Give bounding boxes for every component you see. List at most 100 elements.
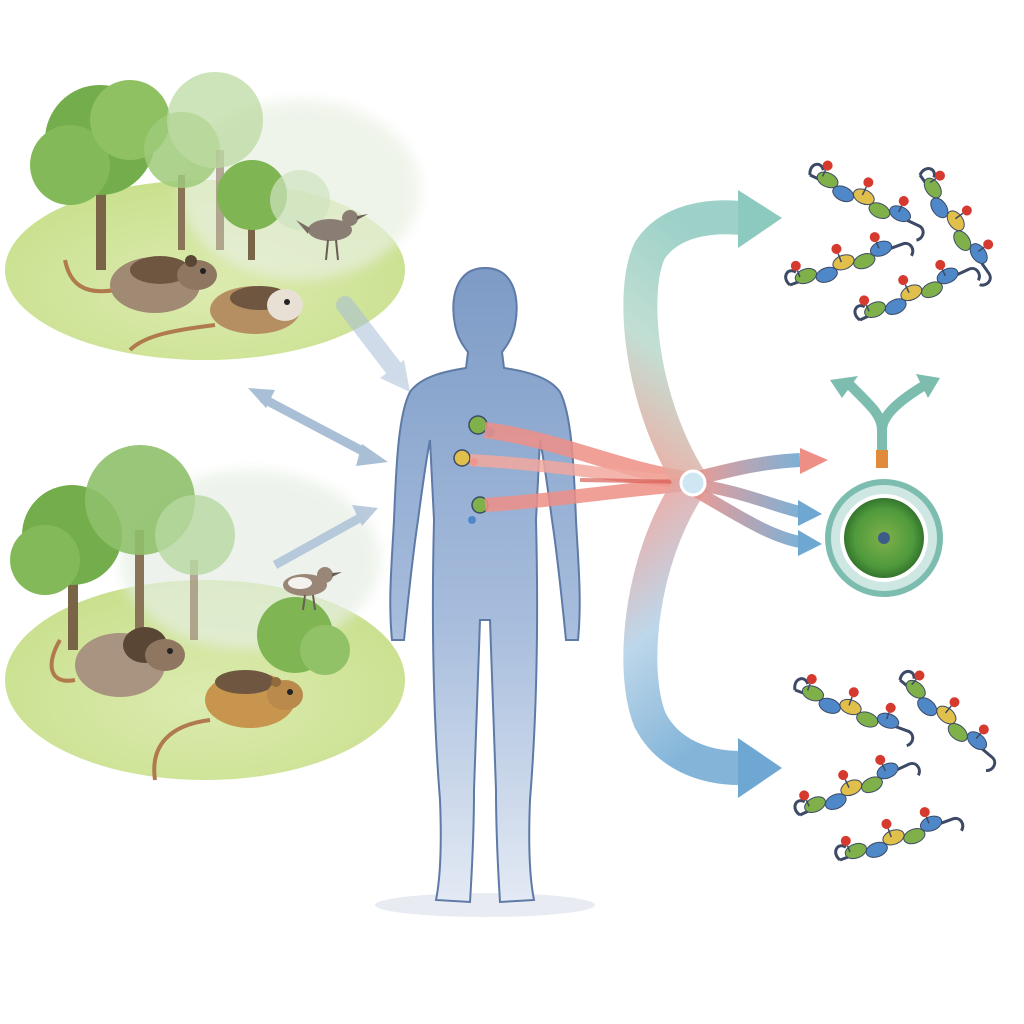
molecule-stem (848, 696, 853, 706)
receptor-arm-left (846, 381, 887, 460)
molecule-backbone (898, 669, 997, 772)
lower-bird (283, 567, 342, 611)
rodent-head (267, 289, 303, 321)
rodent-ear (271, 677, 281, 687)
transmission-arrows (248, 296, 410, 569)
molecule-red-node (949, 697, 960, 708)
molecule-bead (884, 298, 907, 316)
molecule-bead (824, 793, 847, 811)
molecule-bead (882, 829, 905, 846)
lower-diagonal-arrow (272, 505, 378, 569)
molecule-bead (844, 842, 867, 860)
molecule-bead (840, 779, 863, 797)
molecule-bead (868, 202, 891, 220)
molecule-backbone (784, 241, 915, 287)
human-body (389, 266, 581, 904)
molecule-red-node (806, 674, 817, 685)
tree-trunk (135, 530, 144, 640)
receptor-marker (876, 450, 888, 468)
molecule-red-node (978, 724, 989, 735)
molecule-red-node (919, 807, 930, 818)
molecule-backbone (793, 677, 915, 748)
molecule-bead (966, 731, 988, 751)
rodent-tail (49, 638, 76, 683)
vessel-pathway (469, 422, 692, 512)
rodent-tail (63, 259, 116, 294)
molecule-chain-icon (834, 807, 965, 862)
tree-crown (300, 625, 350, 675)
tree-trunk (248, 200, 255, 260)
vessel-branch (484, 477, 691, 512)
molecule-stem (796, 270, 801, 278)
molecule-bead (947, 723, 968, 742)
upper-diagonal-arrow (336, 296, 410, 392)
molecule-stem (975, 732, 982, 740)
molecule-red-node (822, 160, 833, 171)
molecule-bead (861, 776, 883, 794)
upper-bird (296, 210, 368, 261)
right-branching-arrows (679, 448, 828, 556)
molecule-red-node (840, 835, 851, 846)
tree-crown (270, 170, 330, 230)
molecule-red-node (859, 295, 870, 306)
upper-forest-scene (5, 72, 420, 360)
molecule-chain-icon (808, 160, 925, 242)
molecule-chain-icon (853, 259, 981, 322)
molecule-stem (837, 253, 842, 263)
lower-rodent-1 (49, 627, 185, 697)
molecule-stem (846, 845, 851, 853)
molecule-red-node (799, 790, 810, 801)
molecule-stem (911, 678, 917, 686)
molecule-stem (844, 779, 850, 789)
bird-body (308, 219, 352, 241)
molecule-red-node (869, 232, 880, 243)
molecule-chain-icon (793, 674, 915, 748)
lower-trees (10, 445, 350, 675)
molecule-stem (805, 799, 810, 807)
molecule-stem (941, 269, 946, 277)
junction-node (679, 469, 707, 497)
molecule-stem (954, 212, 964, 220)
molecule-backbone (834, 816, 965, 862)
molecule-backbone (918, 167, 992, 287)
human-shadow (375, 893, 595, 917)
molecule-bead (923, 177, 942, 199)
human-figure-icon (375, 266, 595, 917)
molecule-bead (953, 230, 972, 251)
tree-crown (155, 495, 235, 575)
bird-beak (332, 572, 342, 577)
molecule-stem (887, 828, 892, 838)
bird-leg (302, 594, 306, 611)
molecule-bead (869, 240, 893, 257)
molecule-stem (929, 177, 937, 184)
lower-curved-arrow (623, 475, 782, 798)
molecule-bead (903, 828, 926, 845)
rodent-tail (128, 323, 216, 352)
molecule-red-node (831, 243, 842, 254)
bidirectional-arrow (248, 388, 388, 466)
molecule-stem (875, 241, 880, 249)
molecule-red-node (848, 687, 859, 698)
molecule-backbone (808, 162, 925, 242)
molecule-bead (905, 679, 926, 699)
molecule-stem (865, 304, 870, 312)
tree-trunk (68, 560, 78, 650)
molecule-chain-icon (918, 167, 994, 287)
receptor-arrowhead (916, 374, 940, 398)
molecule-bead (852, 188, 875, 206)
molecule-red-node (881, 818, 892, 829)
rodent-eye (167, 648, 173, 654)
molecule-bead (917, 697, 938, 717)
molecule-bead (936, 267, 959, 285)
molecule-red-node (935, 259, 946, 270)
molecule-backbone (853, 267, 981, 322)
molecule-bead (930, 197, 949, 219)
upper-curved-arrow (623, 190, 782, 490)
rodent-eye (287, 689, 293, 695)
cell-core (878, 532, 890, 544)
molecule-bead (876, 762, 899, 780)
upper-molecule-group (784, 160, 994, 322)
bird-tail (296, 220, 310, 234)
molecule-bead (865, 841, 888, 858)
